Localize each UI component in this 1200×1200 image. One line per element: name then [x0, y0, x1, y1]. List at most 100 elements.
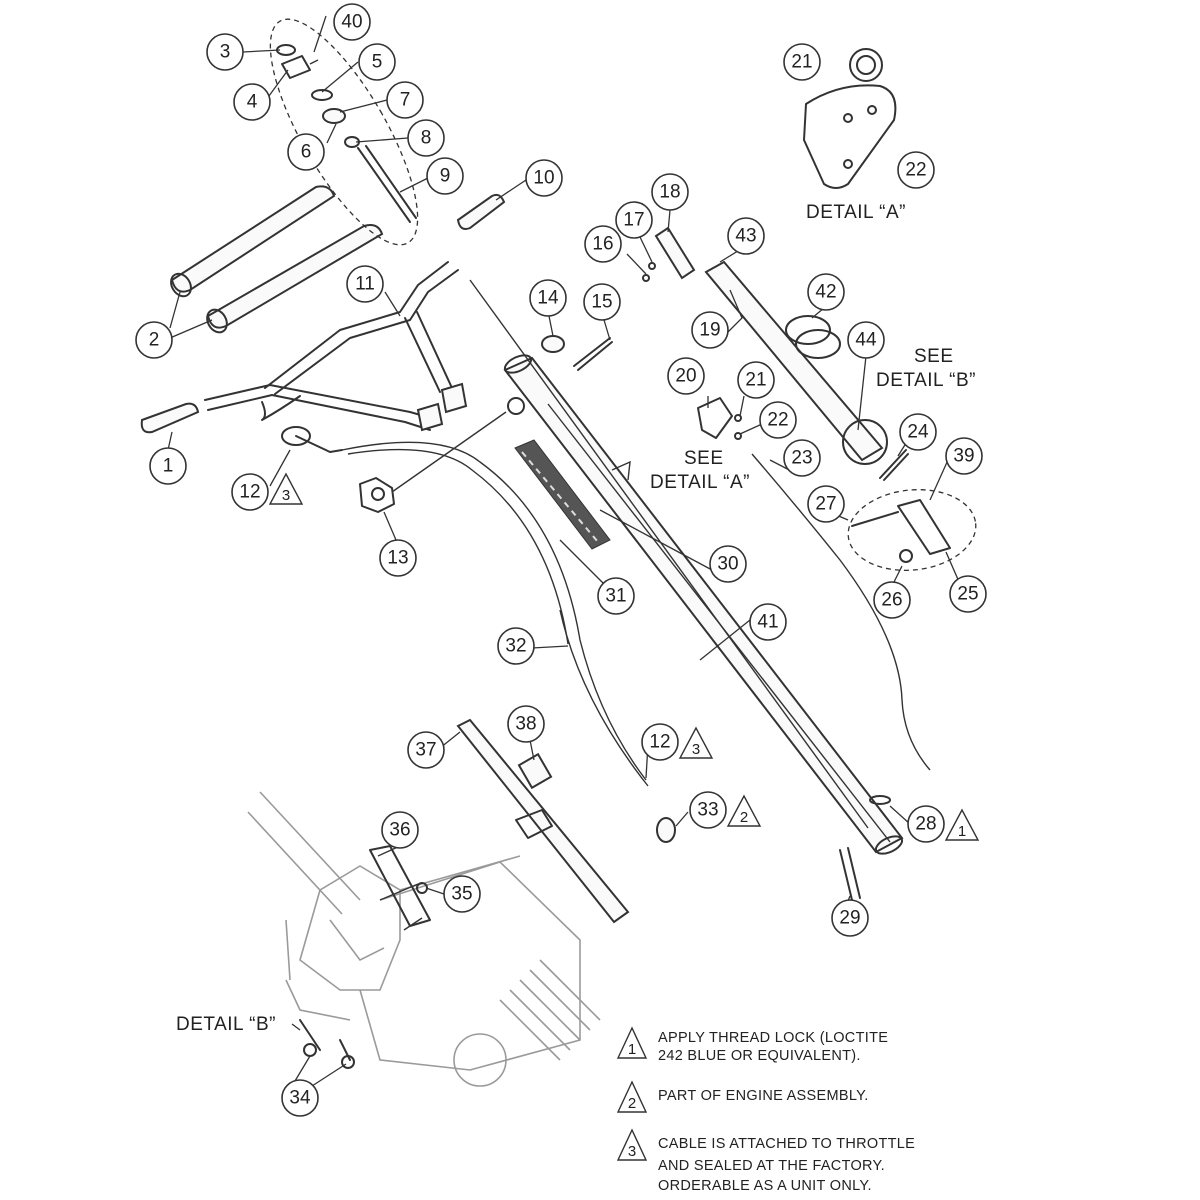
callout-28: 28: [907, 805, 945, 843]
part-14-bushing: [541, 335, 565, 353]
svg-text:18: 18: [659, 182, 680, 203]
svg-text:28: 28: [915, 814, 936, 835]
svg-text:1: 1: [163, 456, 174, 477]
callout-17: 17: [615, 201, 653, 239]
part-33-fitting: [656, 817, 676, 843]
linkage-kit: [847, 489, 977, 571]
callout-8: 8: [407, 119, 445, 157]
svg-text:30: 30: [717, 554, 738, 575]
svg-text:7: 7: [400, 90, 411, 111]
svg-text:33: 33: [697, 800, 718, 821]
throttle-assembly: [281, 411, 647, 781]
svg-text:24: 24: [907, 422, 929, 443]
callout-31: 31: [597, 577, 635, 615]
svg-text:37: 37: [415, 740, 436, 761]
svg-text:25: 25: [957, 584, 978, 605]
svg-text:AND SEALED AT THE FACTORY.: AND SEALED AT THE FACTORY.: [658, 1158, 885, 1174]
svg-text:APPLY THREAD LOCK (LOCTITE: APPLY THREAD LOCK (LOCTITE: [658, 1030, 888, 1046]
callout-35: 35: [443, 875, 481, 913]
svg-text:35: 35: [451, 884, 472, 905]
svg-text:43: 43: [735, 226, 756, 247]
svg-text:13: 13: [387, 548, 408, 569]
callout-15: 15: [583, 283, 621, 321]
svg-text:ORDERABLE AS A UNIT ONLY.: ORDERABLE AS A UNIT ONLY.: [658, 1178, 872, 1194]
callout-19: 19: [691, 311, 729, 349]
callout-33: 33: [689, 791, 727, 829]
svg-text:41: 41: [757, 612, 778, 633]
svg-text:32: 32: [505, 636, 526, 657]
svg-text:3: 3: [628, 1143, 636, 1160]
marker-33: 2: [726, 794, 762, 827]
part-37-tube: [456, 718, 630, 924]
notes-legend: 1 APPLY THREAD LOCK (LOCTITE 242 BLUE OR…: [616, 1026, 915, 1194]
svg-text:21: 21: [791, 52, 812, 73]
callout-27: 27: [807, 485, 845, 523]
detail-a-title: DETAIL “A”: [806, 202, 906, 223]
part-29-bolt: [839, 847, 861, 901]
note-1-marker: [616, 1026, 648, 1059]
callout-37: 37: [407, 731, 445, 769]
callout-1: 1: [149, 447, 187, 485]
see-detail-a-line-2: DETAIL “A”: [650, 472, 750, 493]
svg-text:12: 12: [649, 732, 670, 753]
callout-30: 30: [709, 545, 747, 583]
svg-text:8: 8: [421, 128, 432, 149]
see-detail-b-line-1: SEE: [914, 346, 954, 367]
detail-b-title: DETAIL “B”: [176, 1014, 276, 1035]
svg-text:26: 26: [881, 590, 902, 611]
callout-24: 24: [899, 413, 937, 451]
control-rod: [469, 279, 869, 829]
part-18-sleeve: [654, 226, 696, 280]
callout-22-main: 22: [759, 401, 797, 439]
svg-text:6: 6: [301, 142, 312, 163]
note-1: 1 APPLY THREAD LOCK (LOCTITE 242 BLUE OR…: [616, 1026, 888, 1064]
callout-39: 39: [945, 437, 983, 475]
callout-36: 36: [381, 811, 419, 849]
handle-grips: [170, 185, 384, 334]
decal-strip: [514, 439, 611, 550]
callout-43: 43: [727, 217, 765, 255]
callout-11: 11: [346, 265, 384, 303]
svg-text:9: 9: [440, 166, 451, 187]
marker-12-throttle: 3: [268, 472, 304, 505]
callout-21-detail-a: 21: [783, 43, 821, 81]
part-16-nut: [642, 274, 650, 282]
callout-23: 23: [783, 439, 821, 477]
svg-text:14: 14: [537, 288, 559, 309]
callout-25: 25: [949, 575, 987, 613]
part-20-bracket: [697, 397, 742, 440]
callout-34: 34: [281, 1079, 319, 1117]
part-15-bolt: [573, 337, 613, 371]
cable-23: [751, 453, 931, 771]
callout-7: 7: [386, 81, 424, 119]
svg-text:1: 1: [628, 1041, 636, 1058]
diagram-labels: DETAIL “A” SEE DETAIL “B” SEE DETAIL “A”…: [176, 202, 976, 1035]
svg-text:22: 22: [905, 160, 926, 181]
svg-text:2: 2: [628, 1095, 636, 1112]
callout-12-cable-end: 12: [641, 723, 679, 761]
callout-3: 3: [206, 33, 244, 71]
svg-text:29: 29: [839, 908, 860, 929]
triangle-markers: 3 3 2 1: [268, 472, 980, 841]
svg-text:31: 31: [605, 586, 626, 607]
callout-14: 14: [529, 279, 567, 317]
svg-text:242 BLUE OR EQUIVALENT).: 242 BLUE OR EQUIVALENT).: [658, 1048, 861, 1064]
callout-22-detail-a: 22: [897, 151, 935, 189]
marker-28: 1: [944, 808, 980, 841]
cable-adjuster-kit: [269, 18, 419, 246]
lower-handle-frame: [204, 261, 468, 432]
engine-ghost: [247, 791, 601, 1087]
detail-a-bracket: [803, 48, 897, 189]
part-drawings: [140, 18, 977, 1087]
callout-4: 4: [233, 83, 271, 121]
svg-text:38: 38: [515, 714, 536, 735]
svg-text:12: 12: [239, 482, 260, 503]
callout-10: 10: [525, 159, 563, 197]
callout-44: 44: [847, 321, 885, 359]
part-17-washer: [648, 262, 656, 270]
svg-text:1: 1: [958, 823, 966, 840]
callout-41: 41: [749, 603, 787, 641]
svg-text:39: 39: [953, 446, 974, 467]
svg-text:44: 44: [855, 330, 877, 351]
